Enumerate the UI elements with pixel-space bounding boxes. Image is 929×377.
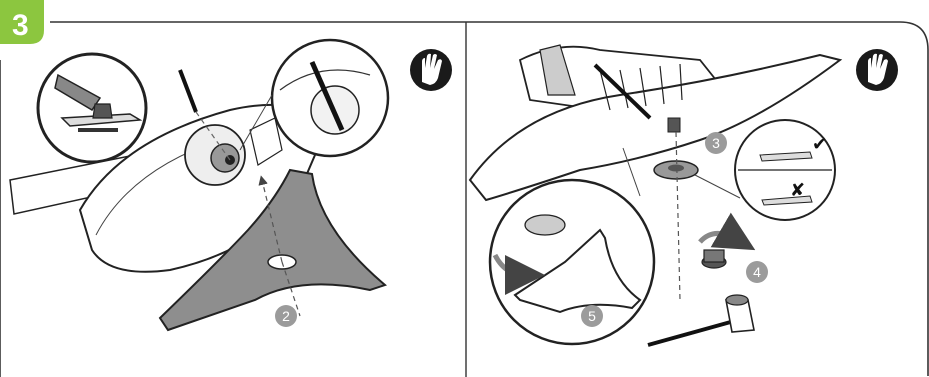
step-badge: 3 — [0, 0, 44, 44]
callout-3: 3 — [705, 132, 727, 154]
zoom-circle-hub — [272, 40, 388, 156]
callout-3-label: 3 — [712, 135, 720, 151]
check-mark: ✔ — [812, 134, 827, 155]
nut — [702, 250, 726, 268]
washer-guide — [676, 132, 680, 300]
zoom-circle-washer — [38, 54, 146, 162]
callout-2: 2 — [275, 305, 297, 327]
zoom-circle-orientation: ✔ ✘ — [735, 120, 835, 220]
rotate-arrow-nut — [700, 233, 738, 242]
zoom-leader-right — [695, 175, 740, 198]
callout-2-label: 2 — [282, 308, 290, 324]
glove-icon — [410, 49, 452, 91]
cross-mark: ✘ — [790, 180, 805, 201]
zoom-circle-blade — [490, 180, 654, 344]
callout-5-label: 5 — [588, 308, 596, 324]
callout-4: 4 — [746, 261, 768, 283]
step-number: 3 — [12, 9, 29, 42]
hex-key-left — [180, 70, 196, 112]
glove-icon — [856, 49, 898, 91]
callout-5: 5 — [581, 305, 603, 327]
callout-4-label: 4 — [753, 264, 761, 280]
socket-wrench — [648, 295, 754, 345]
